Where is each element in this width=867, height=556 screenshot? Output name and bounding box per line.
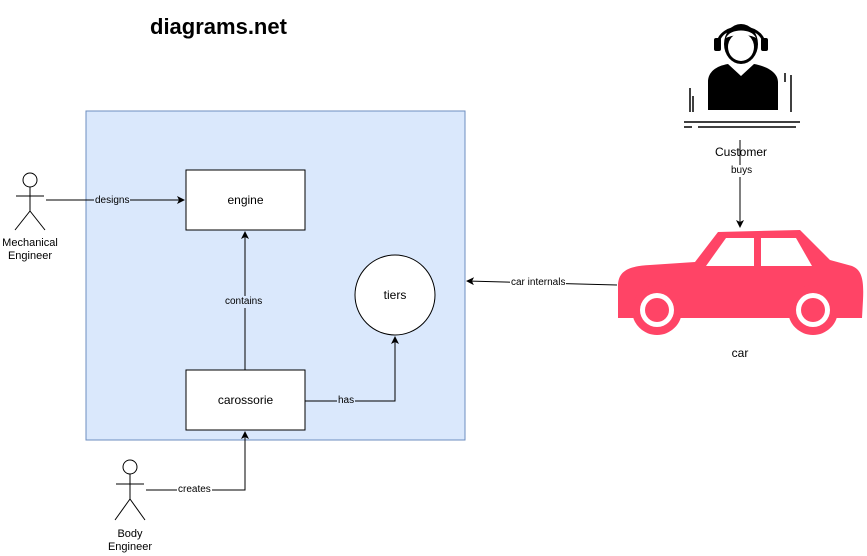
edge-label-designs: designs <box>94 195 131 207</box>
edge-label-car-internals: car internals <box>510 277 567 289</box>
actor-icon[interactable] <box>14 172 46 231</box>
edge-label-creates: creates <box>177 484 212 496</box>
edge-label-buys: buys <box>730 165 754 177</box>
edge-label-has: has <box>337 395 356 407</box>
edge-label-contains: contains <box>224 296 264 308</box>
edge-has[interactable] <box>305 336 399 402</box>
customer-label: Customer <box>714 145 767 159</box>
engine-label: engine <box>227 193 264 207</box>
engine-box[interactable] <box>185 169 306 231</box>
mechanical-engineer-label-line1: Mechanical <box>2 237 58 249</box>
mechanical-engineer-label-line2: Engineer <box>7 250 53 262</box>
carossorie-label: carossorie <box>217 393 274 407</box>
page-title: diagrams.net <box>150 14 287 39</box>
tiers-label: tiers <box>383 288 407 302</box>
customer-support-icon[interactable] <box>684 24 800 128</box>
body-engineer-label: Body Engineer <box>100 528 160 554</box>
tiers-circle[interactable] <box>354 254 436 336</box>
actor-icon[interactable] <box>114 459 146 521</box>
body-engineer-label-line2: Engineer <box>107 541 153 553</box>
car-icon[interactable] <box>618 230 864 335</box>
car-label: car <box>731 346 749 360</box>
body-engineer-label-line1: Body <box>117 528 143 540</box>
mechanical-engineer-label: Mechanical Engineer <box>0 237 60 263</box>
edge-creates[interactable] <box>146 431 249 491</box>
